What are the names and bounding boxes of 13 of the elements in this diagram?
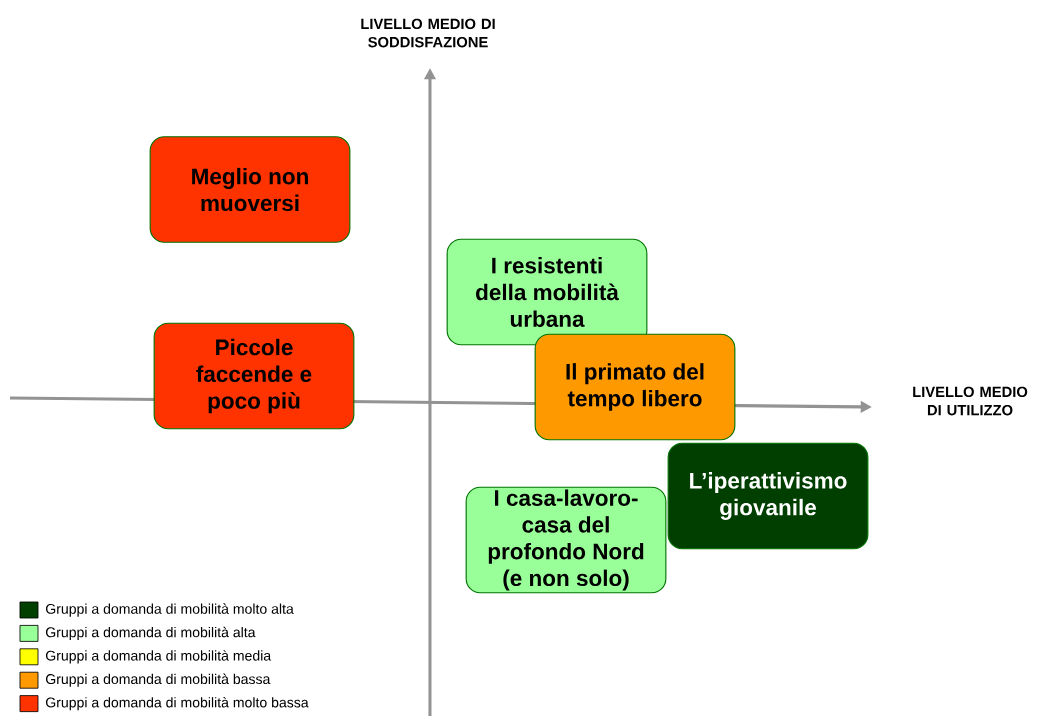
legend-label: Gruppi a domanda di mobilità molto alta xyxy=(46,603,294,617)
group-box: L’iperattivismo giovanile xyxy=(667,442,869,550)
group-box: Il primato del tempo libero xyxy=(534,333,736,441)
legend-label: Gruppi a domanda di mobilità bassa xyxy=(46,673,271,687)
legend-label: Gruppi a domanda di mobilità molto bassa xyxy=(46,696,309,711)
axis-label: LIVELLO MEDIO DI UTILIZZO xyxy=(913,386,1028,416)
axis-label: LIVELLO MEDIO DI SODDISFAZIONE xyxy=(361,18,495,48)
legend-label: Gruppi a domanda di mobilità alta xyxy=(46,626,256,641)
group-box: Meglio non muoversi xyxy=(149,136,351,243)
legend-label: Gruppi a domanda di mobilità media xyxy=(46,650,272,664)
group-box: I resistenti della mobilità urbana xyxy=(446,238,648,346)
group-box: I casa-lavoro-casa del profondo Nord (e non solo) xyxy=(465,486,667,594)
group-box: Piccole faccende e poco più xyxy=(153,322,355,430)
